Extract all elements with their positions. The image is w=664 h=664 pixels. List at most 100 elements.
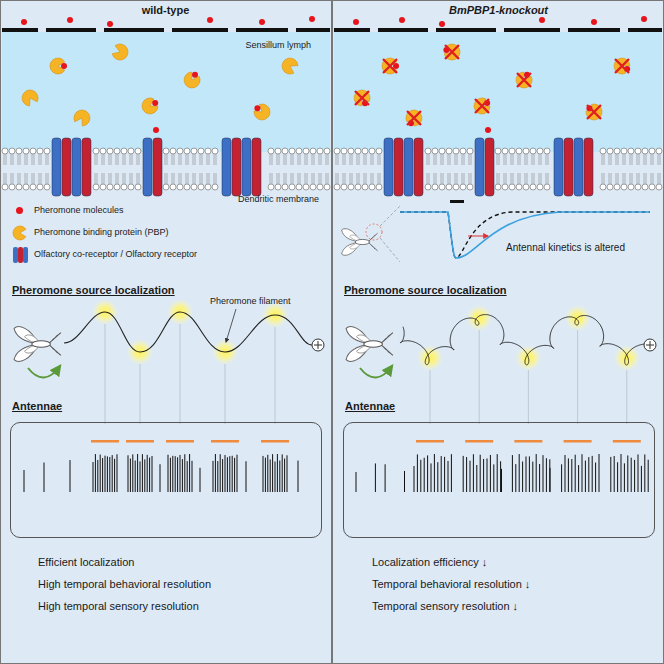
dendritic-membrane: [609, 154, 611, 184]
spike-train: [588, 457, 589, 492]
spike-train: [565, 455, 566, 492]
dendritic-membrane: [303, 148, 309, 154]
dendritic-membrane: [298, 154, 300, 184]
spike-train: [107, 456, 108, 492]
dendritic-membrane: [446, 148, 452, 154]
olfactory-receptor: [52, 138, 61, 196]
pheromone-molecule: [485, 127, 491, 133]
dendritic-membrane: [334, 148, 662, 190]
spike-train: [102, 458, 103, 492]
dendritic-membrane: [462, 154, 464, 184]
dendritic-membrane: [334, 184, 340, 190]
spike-train: [270, 459, 271, 492]
spike-train: [497, 454, 498, 492]
dendritic-membrane: [623, 154, 625, 184]
dendritic-membrane: [289, 148, 295, 154]
dendritic-membrane: [658, 154, 660, 184]
spike-train: [493, 464, 494, 492]
olfactory-receptor: [62, 138, 71, 196]
spike-train: [95, 454, 96, 492]
spike-train: [246, 461, 247, 492]
spike-train: [585, 461, 586, 492]
label-text: Dendritic membrane: [238, 194, 319, 205]
dendritic-membrane: [128, 148, 134, 154]
dendritic-membrane: [537, 184, 543, 190]
dendritic-membrane: [163, 148, 169, 154]
filament-glows: [577, 330, 578, 424]
spike-train: [213, 461, 214, 492]
dendritic-membrane: [546, 154, 548, 184]
olfactory-receptor: [475, 138, 484, 196]
olfactory-receptor: [394, 138, 403, 196]
label-text: Temporal sensory resolution ↓: [372, 600, 518, 613]
spike-train: [627, 455, 628, 492]
dendritic-membrane: [177, 184, 183, 190]
pheromone-binding-protein: [355, 91, 369, 105]
dendritic-membrane: [607, 148, 613, 154]
dendritic-membrane: [282, 148, 288, 154]
pheromone-filament-left: [226, 309, 236, 342]
spike-train: [529, 456, 530, 492]
dendritic-membrane: [336, 154, 338, 184]
panel-frames: [333, 1, 664, 664]
pheromone-binding-protein: [615, 59, 629, 73]
dendritic-membrane: [186, 154, 188, 184]
dendritic-membrane: [448, 154, 450, 184]
pheromone-binding-protein: [192, 72, 198, 78]
pheromone-binding-protein: [516, 72, 532, 88]
dendritic-membrane: [530, 184, 536, 190]
spike-train: [375, 463, 376, 492]
antennae-box: Antennae: [343, 400, 655, 538]
olfactory-receptor: [485, 138, 494, 196]
pheromone-filament-left: [64, 312, 312, 352]
dendritic-membrane: [467, 148, 473, 154]
spike-train: [613, 440, 641, 443]
label-text: Pheromone filament: [210, 296, 291, 307]
spike-train: [182, 459, 183, 492]
spike-train: [24, 470, 25, 492]
moth-left: [14, 327, 61, 378]
spike-train: [220, 454, 221, 492]
dendritic-membrane: [364, 154, 366, 184]
lymph-region: Sensillum lymph: [0, 32, 331, 142]
label-text: Pheromone source localization: [344, 284, 507, 297]
dendritic-membrane: [343, 154, 345, 184]
spike-train: [142, 454, 143, 492]
spike-train: [200, 468, 201, 492]
cuticle: [334, 28, 370, 32]
antennal-kinetics-trace: [400, 212, 650, 258]
filament-glows: [479, 330, 480, 424]
spike-train: [634, 460, 635, 492]
spike-train: [227, 457, 228, 492]
spike-train: [211, 440, 239, 443]
spike-train: [144, 459, 145, 492]
dendritic-membrane: [107, 148, 113, 154]
dendritic-membrane: [602, 154, 604, 184]
dendritic-membrane: [163, 184, 169, 190]
spike-train: [97, 460, 98, 492]
dendritic-membrane: [170, 184, 176, 190]
pheromone-binding-protein: [282, 58, 298, 74]
olfactory-receptor: [143, 138, 152, 196]
spike-train: [526, 456, 527, 492]
dendritic-membrane: [439, 184, 445, 190]
spike-train: [147, 455, 148, 492]
dendritic-membrane: [369, 148, 375, 154]
spike-train: [265, 458, 266, 492]
spike-train: [448, 461, 449, 492]
olfactory-receptor: [384, 138, 593, 196]
dendritic-membrane: [11, 154, 13, 184]
pheromone-binding-protein: [475, 99, 489, 113]
spike-train: [543, 455, 544, 492]
dendritic-membrane: [268, 148, 274, 154]
filament-glows: [626, 370, 627, 424]
label-text: wild-type: [0, 4, 331, 17]
dendritic-membrane: [296, 184, 302, 190]
filament-glows: [429, 370, 430, 424]
moth-left: [28, 366, 60, 378]
antennal-kinetics-trace: [342, 200, 650, 262]
dendritic-membrane: [628, 184, 634, 190]
dendritic-membrane: [467, 184, 473, 190]
spike-train: [232, 456, 233, 492]
